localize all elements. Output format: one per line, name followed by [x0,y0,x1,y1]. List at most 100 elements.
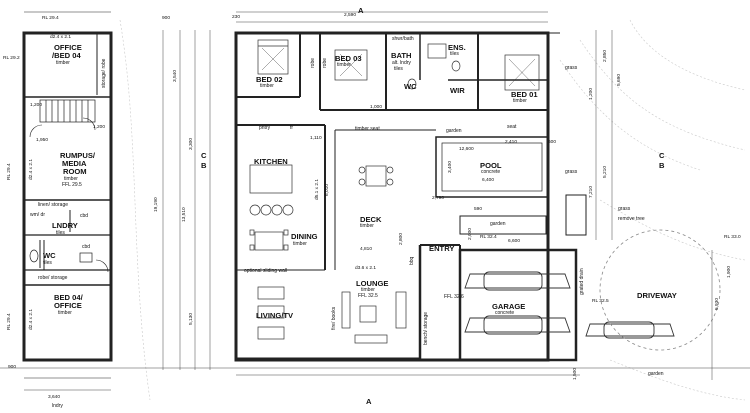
dim-1950: 1,950 [36,138,49,143]
rumpus-title: RUMPUS/ [60,151,96,160]
dim-1000: 1,000 [370,105,383,110]
dim-5690: 5,690 [617,73,622,86]
garden-bottom-label: garden [648,371,664,377]
dim-2590: 2,590 [344,13,357,18]
bath-title: BATH [391,51,412,60]
dim-2800: 2,800 [399,232,404,245]
dim-7210: 7,210 [589,185,594,198]
wc-left-floor: tiles [43,260,52,266]
bench-storage-label: bench/ storage [423,311,429,345]
lndry-alt-label: alt. lndry [392,60,411,66]
grated-drain-label: grated drain [579,268,585,295]
section-a-bottom: A [366,397,372,406]
garage-floor: concrete [495,310,515,316]
remove-tree-label: remove tree [618,216,645,222]
dim-2790: 2,790 [432,196,445,201]
fr-label: fr [290,125,294,131]
dim-13510: 13,510 [182,207,187,222]
bed04-title: BED 04/ [54,293,83,302]
rumpus-title-3: ROOM [63,167,87,176]
main-level-walls [234,31,587,362]
office-floor: timber [56,60,70,66]
robe-label-2: robe [322,57,328,68]
robe-label: robe [310,57,316,68]
wc-right-title: WC [404,82,417,91]
deck-door-label: d3.6 x 2.1 [355,266,377,271]
pool-floor: concrete [481,169,501,175]
garden-mid-label: garden [490,221,506,227]
section-a-top: A [358,6,364,15]
dim-6600: 6,600 [508,239,521,244]
dim-5130: 5,130 [189,312,194,325]
lounge-title: LOUNGE [356,279,389,288]
dim-1200-b: 1,200 [93,125,106,130]
rl-294-bottom-label: RL 29.4 [7,313,12,330]
dim-2000: 2,000 [468,227,473,240]
dim-12600: 12,600 [459,147,474,152]
rl-294-left-label: RL 29.4 [7,163,12,180]
dim-2410: 2,410 [505,140,518,145]
garage-ffl: FFL 32.6 [444,294,464,300]
rumpus-window-label: d2.4 x 2.1 [29,158,34,180]
furniture [249,39,675,344]
timber-seat-label: timber seat [355,126,380,132]
dim-600: 600 [548,140,557,145]
wc-left-title: WC [43,251,56,260]
dim-4810: 4,810 [360,247,373,252]
grass-label-2: grass [565,169,578,175]
dim-5930: 5,930 [715,297,720,310]
seat-label: seat [507,124,517,130]
rumpus-floor: timber [64,176,78,182]
bed04-window-label: d2.4 x 2.1 [29,308,34,330]
shwr-bath-label: shwr/bath [392,36,414,42]
bed01-title: BED 01 [511,90,538,99]
pntry-label: pntry [259,125,271,131]
dimension-lines [0,11,750,391]
rumpus-ffl: FFL 29.5 [62,182,82,188]
bed03-floor: timber [337,62,351,68]
dim-1200-left: 1,200 [30,103,43,108]
bath-floor: tiles [394,66,403,72]
bed02-title: BED 02 [256,75,283,84]
ens-floor: tiles [450,51,459,57]
lndry-title: LNDRY [52,221,78,230]
dim-3540: 3,540 [173,69,178,82]
wm-dr-label: wm/ dr [30,212,45,218]
garage-title: GARAGE [492,302,526,311]
dim-19190: 19,190 [154,197,159,212]
lounge-ffl: FFL 32.5 [358,293,378,299]
bed04-title-2: OFFICE [54,301,82,310]
dim-230: 230 [232,15,241,20]
rl-294-top-label: RL 29.4 [42,16,59,21]
dim-1110: 1,110 [310,136,322,141]
remove-tree-circle [599,229,721,351]
dim-1900: 1,900 [727,265,732,278]
pool-title: POOL [480,161,502,170]
living-title: LIVING/TV [256,311,294,320]
fire-books-label: fire/ books [331,306,337,330]
entry-title: ENTRY [429,244,455,253]
wir-title: WIR [450,86,465,95]
robe-storage-label: robe/ storage [38,275,68,281]
dim-3640: 3,640 [48,395,61,400]
rl-325-label: RL 32.5 [592,299,609,304]
ens-title: ENS. [448,43,466,52]
lndry-floor: tiles [56,230,65,236]
lower-level-walls [22,11,113,379]
cbd-label-1: cbd [80,213,89,219]
dim-3300: 3,300 [189,137,194,150]
section-b-right: B [659,161,665,170]
storage-robe-label: storage/ robe [101,58,107,88]
rl-330-label: RL 33.0 [724,235,741,240]
dim-5210: 5,210 [603,165,608,178]
linen-storage-label: linen/ storage [38,202,69,208]
section-c-left: C [201,151,207,160]
rl-324-label: RL 32.4 [480,235,497,240]
dim-1500: 1,500 [573,367,578,380]
dim-900-bottom: 900 [8,365,17,370]
deck-floor: timber [360,223,374,229]
office-title: OFFICE [54,43,82,52]
office-size-label: d2.4 x 2.1 [50,35,72,40]
dim-1200-v: 1,200 [589,87,594,100]
